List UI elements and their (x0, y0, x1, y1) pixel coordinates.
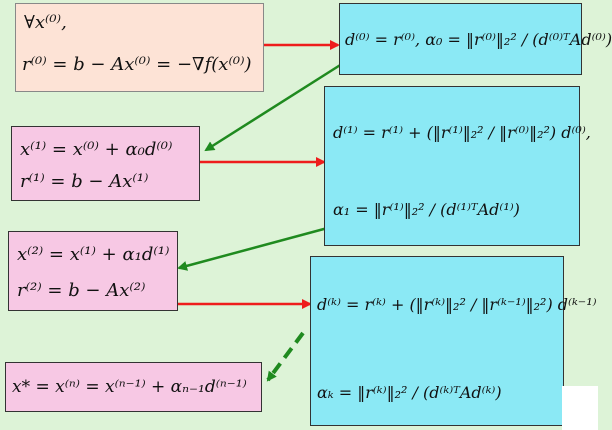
arrow-ck-to-bn (266, 331, 305, 382)
stepk-direction-line1: d⁽ᵏ⁾ = r⁽ᵏ⁾ + (‖r⁽ᵏ⁾‖₂² / ‖r⁽ᵏ⁻¹⁾‖₂²) d⁽… (317, 295, 597, 314)
final-solution-line1: x* = x⁽ⁿ⁾ = x⁽ⁿ⁻¹⁾ + αₙ₋₁d⁽ⁿ⁻¹⁾ (12, 377, 247, 397)
step0-direction-line1: d⁽⁰⁾ = r⁽⁰⁾, α₀ = ‖r⁽⁰⁾‖₂² / (d⁽⁰⁾ᵀAd⁽⁰⁾… (345, 30, 612, 49)
step2-update-line1: x⁽²⁾ = x⁽¹⁾ + α₁d⁽¹⁾ (17, 244, 170, 265)
step2-update-line2: r⁽²⁾ = b − Ax⁽²⁾ (17, 280, 146, 301)
arrows-layer (177, 40, 346, 382)
stepk-direction-line2: αₖ = ‖r⁽ᵏ⁾‖₂² / (d⁽ᵏ⁾ᵀAd⁽ᵏ⁾) (317, 383, 502, 402)
step1-direction-box: d⁽¹⁾ = r⁽¹⁾ + (‖r⁽¹⁾‖₂² / ‖r⁽⁰⁾‖₂²) d⁽⁰⁾… (324, 86, 591, 246)
init-box: ∀x⁽⁰⁾, r⁽⁰⁾ = b − Ax⁽⁰⁾ = −∇f(x⁽⁰⁾) (15, 3, 264, 92)
init-line2: r⁽⁰⁾ = b − Ax⁽⁰⁾ = −∇f(x⁽⁰⁾) (22, 54, 252, 75)
arrow-c0-to-b1 (204, 60, 346, 152)
init-line1: ∀x⁽⁰⁾, (24, 12, 67, 33)
step1-direction-line2: α₁ = ‖r⁽¹⁾‖₂² / (d⁽¹⁾ᵀAd⁽¹⁾) (333, 200, 520, 219)
step1-direction-line1: d⁽¹⁾ = r⁽¹⁾ + (‖r⁽¹⁾‖₂² / ‖r⁽⁰⁾‖₂²) d⁽⁰⁾… (333, 123, 591, 142)
step1-update-line2: r⁽¹⁾ = b − Ax⁽¹⁾ (20, 171, 149, 192)
stepk-direction-box: d⁽ᵏ⁾ = r⁽ᵏ⁾ + (‖r⁽ᵏ⁾‖₂² / ‖r⁽ᵏ⁻¹⁾‖₂²) d⁽… (310, 256, 597, 426)
step1-update-box: x⁽¹⁾ = x⁽⁰⁾ + α₀d⁽⁰⁾ r⁽¹⁾ = b − Ax⁽¹⁾ (11, 126, 200, 201)
corner-white-block (562, 386, 598, 430)
arrow-c1-to-b2 (177, 224, 336, 271)
step1-update-line1: x⁽¹⁾ = x⁽⁰⁾ + α₀d⁽⁰⁾ (20, 139, 173, 160)
final-solution-box: x* = x⁽ⁿ⁾ = x⁽ⁿ⁻¹⁾ + αₙ₋₁d⁽ⁿ⁻¹⁾ (5, 362, 262, 412)
step2-update-box: x⁽²⁾ = x⁽¹⁾ + α₁d⁽¹⁾ r⁽²⁾ = b − Ax⁽²⁾ (8, 231, 178, 311)
step0-direction-box: d⁽⁰⁾ = r⁽⁰⁾, α₀ = ‖r⁽⁰⁾‖₂² / (d⁽⁰⁾ᵀAd⁽⁰⁾… (339, 3, 612, 75)
